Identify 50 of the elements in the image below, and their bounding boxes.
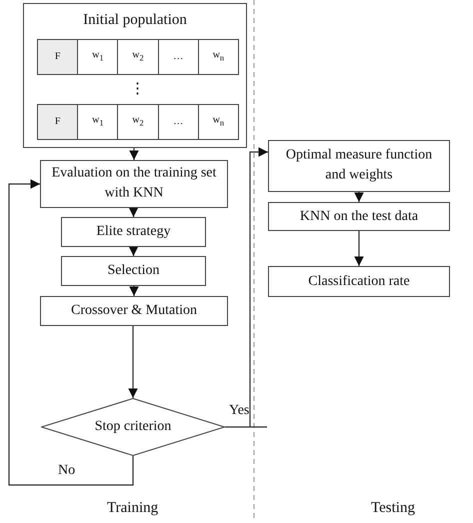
- node-text: Selection: [106, 262, 161, 280]
- process-box: [40, 160, 228, 208]
- population-panel: [23, 3, 247, 148]
- ellipsis-label: ⋮: [130, 81, 145, 98]
- node-text: Evaluation on the training set with KNN: [50, 164, 218, 203]
- node-text: KNN on the test data: [298, 207, 420, 226]
- process-box: [61, 217, 206, 247]
- node-text: Crossover & Mutation: [70, 302, 198, 320]
- arrow: [225, 147, 268, 428]
- arrow: [128, 207, 138, 217]
- process-box: [40, 296, 228, 326]
- node-text: Stop criterion: [94, 418, 172, 436]
- section-label: Training: [107, 500, 158, 516]
- node-text: F: [54, 50, 62, 64]
- node-text: w$_{1}$: [91, 48, 104, 64]
- node-text: w$_{1}$: [91, 113, 104, 130]
- node-text: Elite strategy: [95, 222, 172, 241]
- process-box: [268, 266, 450, 297]
- chromosome-cell: [77, 39, 118, 75]
- node-text: w$_{2}$: [131, 113, 145, 130]
- node-text: w$_{2}$: [131, 48, 145, 64]
- chromosome-cell: [117, 39, 159, 75]
- chromosome-cell: [158, 39, 199, 75]
- arrow: [354, 231, 364, 266]
- node-text: Classification rate: [307, 272, 411, 290]
- chromosome-cell: [198, 104, 239, 140]
- arrow: [128, 246, 138, 256]
- node-text: Initial population: [82, 11, 188, 30]
- node-text: …: [172, 50, 184, 64]
- node-text: w$_{n}$: [212, 48, 226, 64]
- node-text: w$_{n}$: [212, 113, 226, 130]
- chromosome-cell: [117, 104, 159, 140]
- chromosome-cell: [77, 104, 118, 140]
- section-label: Testing: [371, 500, 415, 516]
- decision-diamond: [41, 398, 225, 456]
- arrow: [128, 326, 138, 398]
- node-text: Optimal measure function and weights: [284, 146, 434, 185]
- process-box: [61, 256, 206, 286]
- chromosome-cell: [37, 39, 78, 75]
- chromosome-cell: [37, 104, 78, 140]
- arrow: [8, 179, 134, 486]
- node-text: F: [54, 114, 62, 129]
- arrow: [129, 286, 139, 296]
- chromosome-cell: [158, 104, 199, 140]
- process-box: [268, 202, 450, 231]
- node-text: …: [172, 114, 184, 129]
- arrow: [129, 148, 139, 160]
- process-box: [268, 140, 450, 192]
- arrow: [354, 192, 364, 202]
- chromosome-cell: [198, 39, 239, 75]
